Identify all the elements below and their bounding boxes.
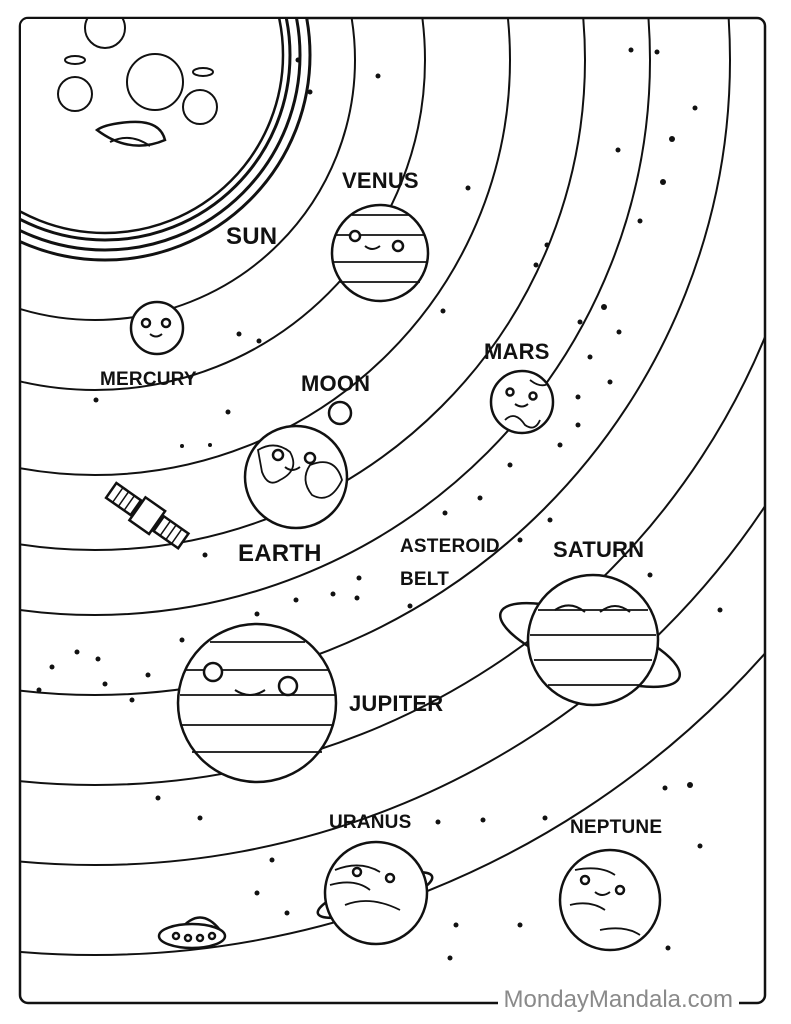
uranus-label: URANUS [329,812,412,833]
moon-planet [327,400,353,426]
jupiter-label: JUPITER [349,691,444,716]
moon-label: MOON [301,371,371,396]
mars-label: MARS [484,339,550,364]
venus-planet [330,203,430,303]
neptune-label: NEPTUNE [570,817,663,838]
venus-label: VENUS [342,168,419,193]
neptune-planet [558,848,662,952]
ufo-icon [157,916,227,950]
uranus-planet [316,840,434,946]
saturn-planet [498,573,682,707]
page-border [18,16,767,1005]
saturn-label: SATURN [553,537,645,562]
mars-planet [489,369,555,435]
sun-label: SUN [226,223,278,250]
mercury-label: MERCURY [100,369,197,390]
asteroid-belt-label-line2: BELT [400,569,449,590]
earth-planet [243,424,349,530]
mercury-planet [129,300,185,356]
star-dots [36,47,723,961]
jupiter-planet [176,622,338,784]
site-watermark: MondayMandala.com [497,986,739,1014]
earth-label: EARTH [238,540,322,567]
asteroid-belt-label-line1: ASTEROID [400,536,500,557]
satellite-icon [104,481,191,551]
orbit-lines [21,19,764,956]
sun-planet [21,19,312,262]
